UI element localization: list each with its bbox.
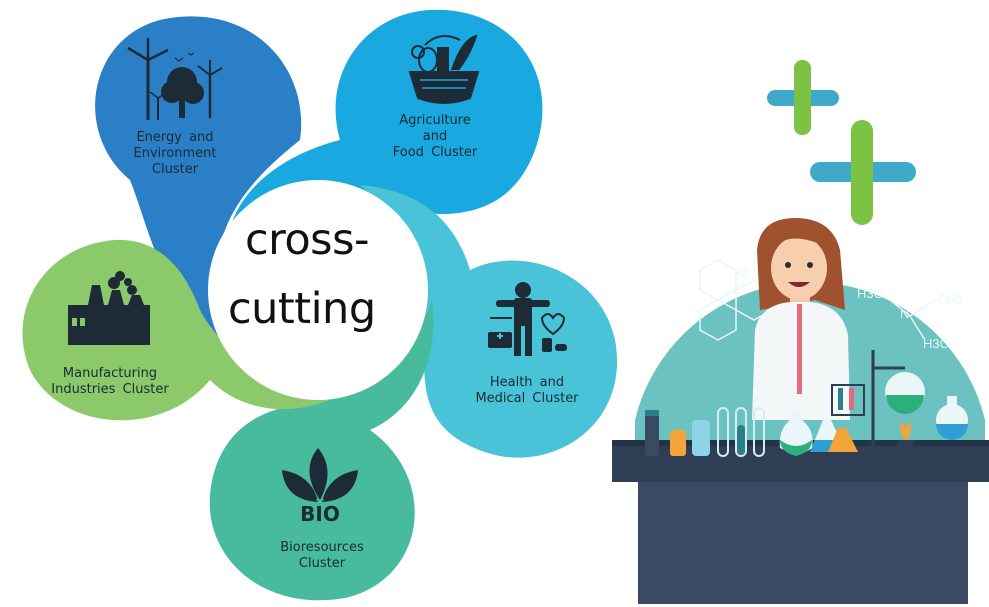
leaf-bio-icon [282,448,358,502]
petal-health [360,185,618,458]
cluster-label-manufacturing: Manufacturing Industries Cluster [51,366,169,397]
chem-label-h3c-bottom: H3C [923,336,950,351]
chem-label-h3c-top: H3C [857,286,884,301]
molecule-label: H2 [735,268,748,279]
bio-icon-text: BIO [300,502,340,526]
wind-turbine-tree-icon [127,38,223,120]
cluster-label-bioresources: Bioresources Cluster [280,540,364,571]
food-basket-icon [408,34,480,104]
scientist-figure [752,218,850,420]
cluster-label-agriculture: Agriculture and Food Cluster [392,113,478,160]
plus-decorations [767,60,916,225]
factory-icon [68,271,150,345]
center-word-cutting: cutting [228,284,376,334]
cluster-label-health: Health and Medical Cluster [475,375,579,406]
lab-counter-body [638,482,968,604]
petal-bioresources [209,300,434,601]
lab-glassware [645,350,968,458]
molecule-diagram [699,259,936,341]
chem-label-ch3: CH3 [937,292,964,307]
center-word-cross: cross- [245,215,370,265]
chem-label-n: N [900,306,910,321]
petal-agriculture [232,9,543,222]
health-medical-icon [488,282,567,356]
center-circle [208,180,428,400]
cluster-label-energy: Energy and Environment Cluster [133,130,217,177]
